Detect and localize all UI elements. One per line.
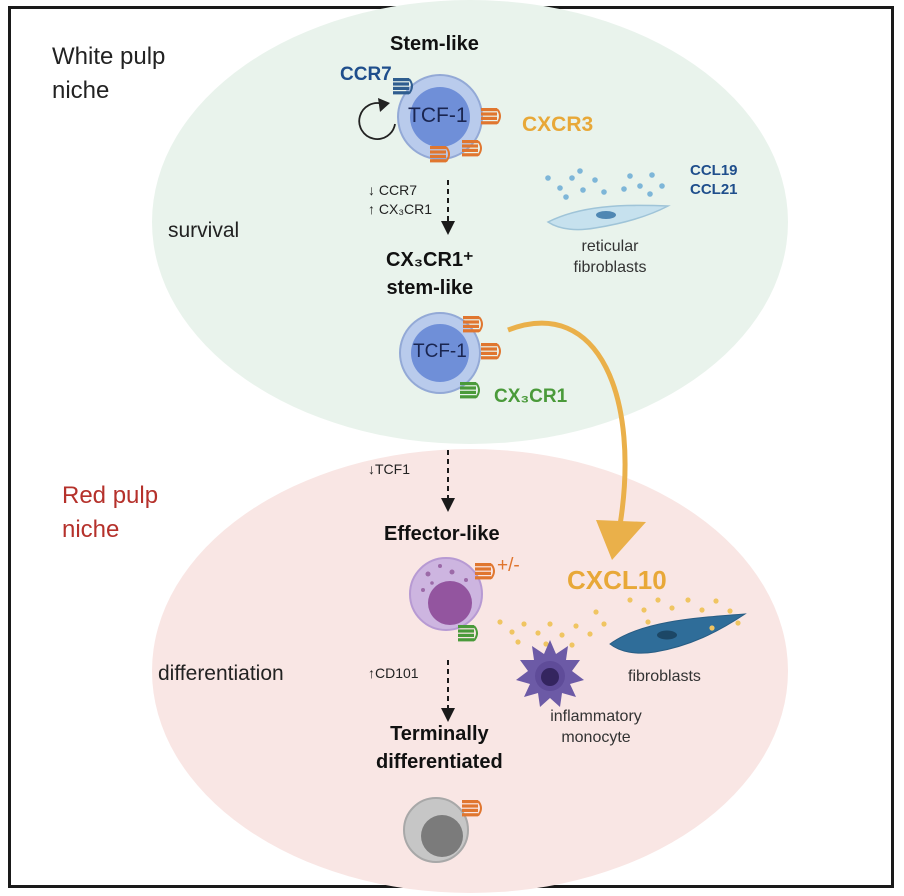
ccl19-ccl21-chemokines	[545, 168, 665, 200]
terminal-line2: differentiated	[376, 751, 503, 773]
differentiation-label: differentiation	[158, 662, 284, 685]
red-pulp-title: Red pulp niche	[62, 479, 158, 547]
inflammatory-monocyte	[516, 640, 584, 707]
transition-3-label: ↑CD101	[368, 665, 419, 681]
red-pulp-title-line1: Red pulp	[62, 482, 159, 509]
ccl21-label: CCL21	[690, 181, 738, 198]
ccr7-label: CCR7	[340, 64, 392, 85]
effector-like-cell	[409, 557, 495, 643]
monocyte-label: inflammatory monocyte	[536, 706, 656, 748]
cx3cr1-label: CX₃CR1	[494, 386, 568, 407]
migration-arrow-head	[596, 520, 646, 560]
terminal-title: Terminally differentiated	[376, 720, 503, 776]
transition-2-label: ↓TCF1	[368, 461, 410, 477]
cx3cr1-stem-like-cell	[399, 312, 501, 400]
tcf1-mid-label: TCF-1	[413, 341, 467, 362]
white-pulp-niche	[152, 0, 788, 444]
red-pulp-fibroblast	[609, 613, 747, 654]
monocyte-line1: inflammatory	[550, 708, 642, 725]
red-pulp-niche	[152, 449, 788, 893]
reticular-line1: reticular	[581, 238, 639, 255]
ccl-labels: CCL19 CCL21	[690, 161, 738, 199]
red-pulp-title-line2: niche	[62, 516, 120, 543]
cxcl10-label: CXCL10	[567, 565, 667, 595]
cx3cr1-stem-like-line1: CX₃CR1⁺	[386, 249, 474, 271]
reticular-fibroblast	[546, 204, 671, 231]
stem-like-title: Stem-like	[390, 33, 479, 55]
cxcr3-label: CXCR3	[522, 113, 594, 136]
transition-1-line2: ↑ CX₃CR1	[368, 201, 433, 217]
survival-label: survival	[168, 219, 240, 242]
self-renewal-arrow	[358, 102, 396, 140]
terminal-line1: Terminally	[390, 723, 489, 745]
plus-minus-label: +/-	[497, 555, 520, 576]
ccl19-label: CCL19	[690, 162, 738, 179]
white-pulp-title-line1: White pulp	[52, 43, 166, 70]
fibroblasts-label: fibroblasts	[628, 668, 701, 685]
terminal-cell	[403, 797, 482, 863]
transition-1-label: ↓ CCR7 ↑ CX₃CR1	[368, 181, 432, 219]
cx3cr1-stem-like-line2: stem-like	[386, 277, 474, 299]
effector-like-title: Effector-like	[384, 523, 500, 545]
migration-arrow	[507, 320, 628, 526]
self-renewal-arrow-head	[378, 98, 390, 112]
cxcl10-chemokines	[497, 597, 741, 648]
tcf1-top-label: TCF-1	[408, 104, 468, 127]
cx3cr1-stem-like-title: CX₃CR1⁺ stem-like	[386, 246, 474, 302]
reticular-fibroblasts-label: reticular fibroblasts	[570, 236, 650, 278]
monocyte-line2: monocyte	[561, 729, 631, 746]
stem-like-cell	[392, 74, 501, 164]
reticular-line2: fibroblasts	[573, 259, 647, 276]
white-pulp-title: White pulp niche	[52, 40, 165, 108]
white-pulp-title-line2: niche	[52, 77, 110, 104]
transition-1-line1: ↓ CCR7	[368, 182, 418, 198]
